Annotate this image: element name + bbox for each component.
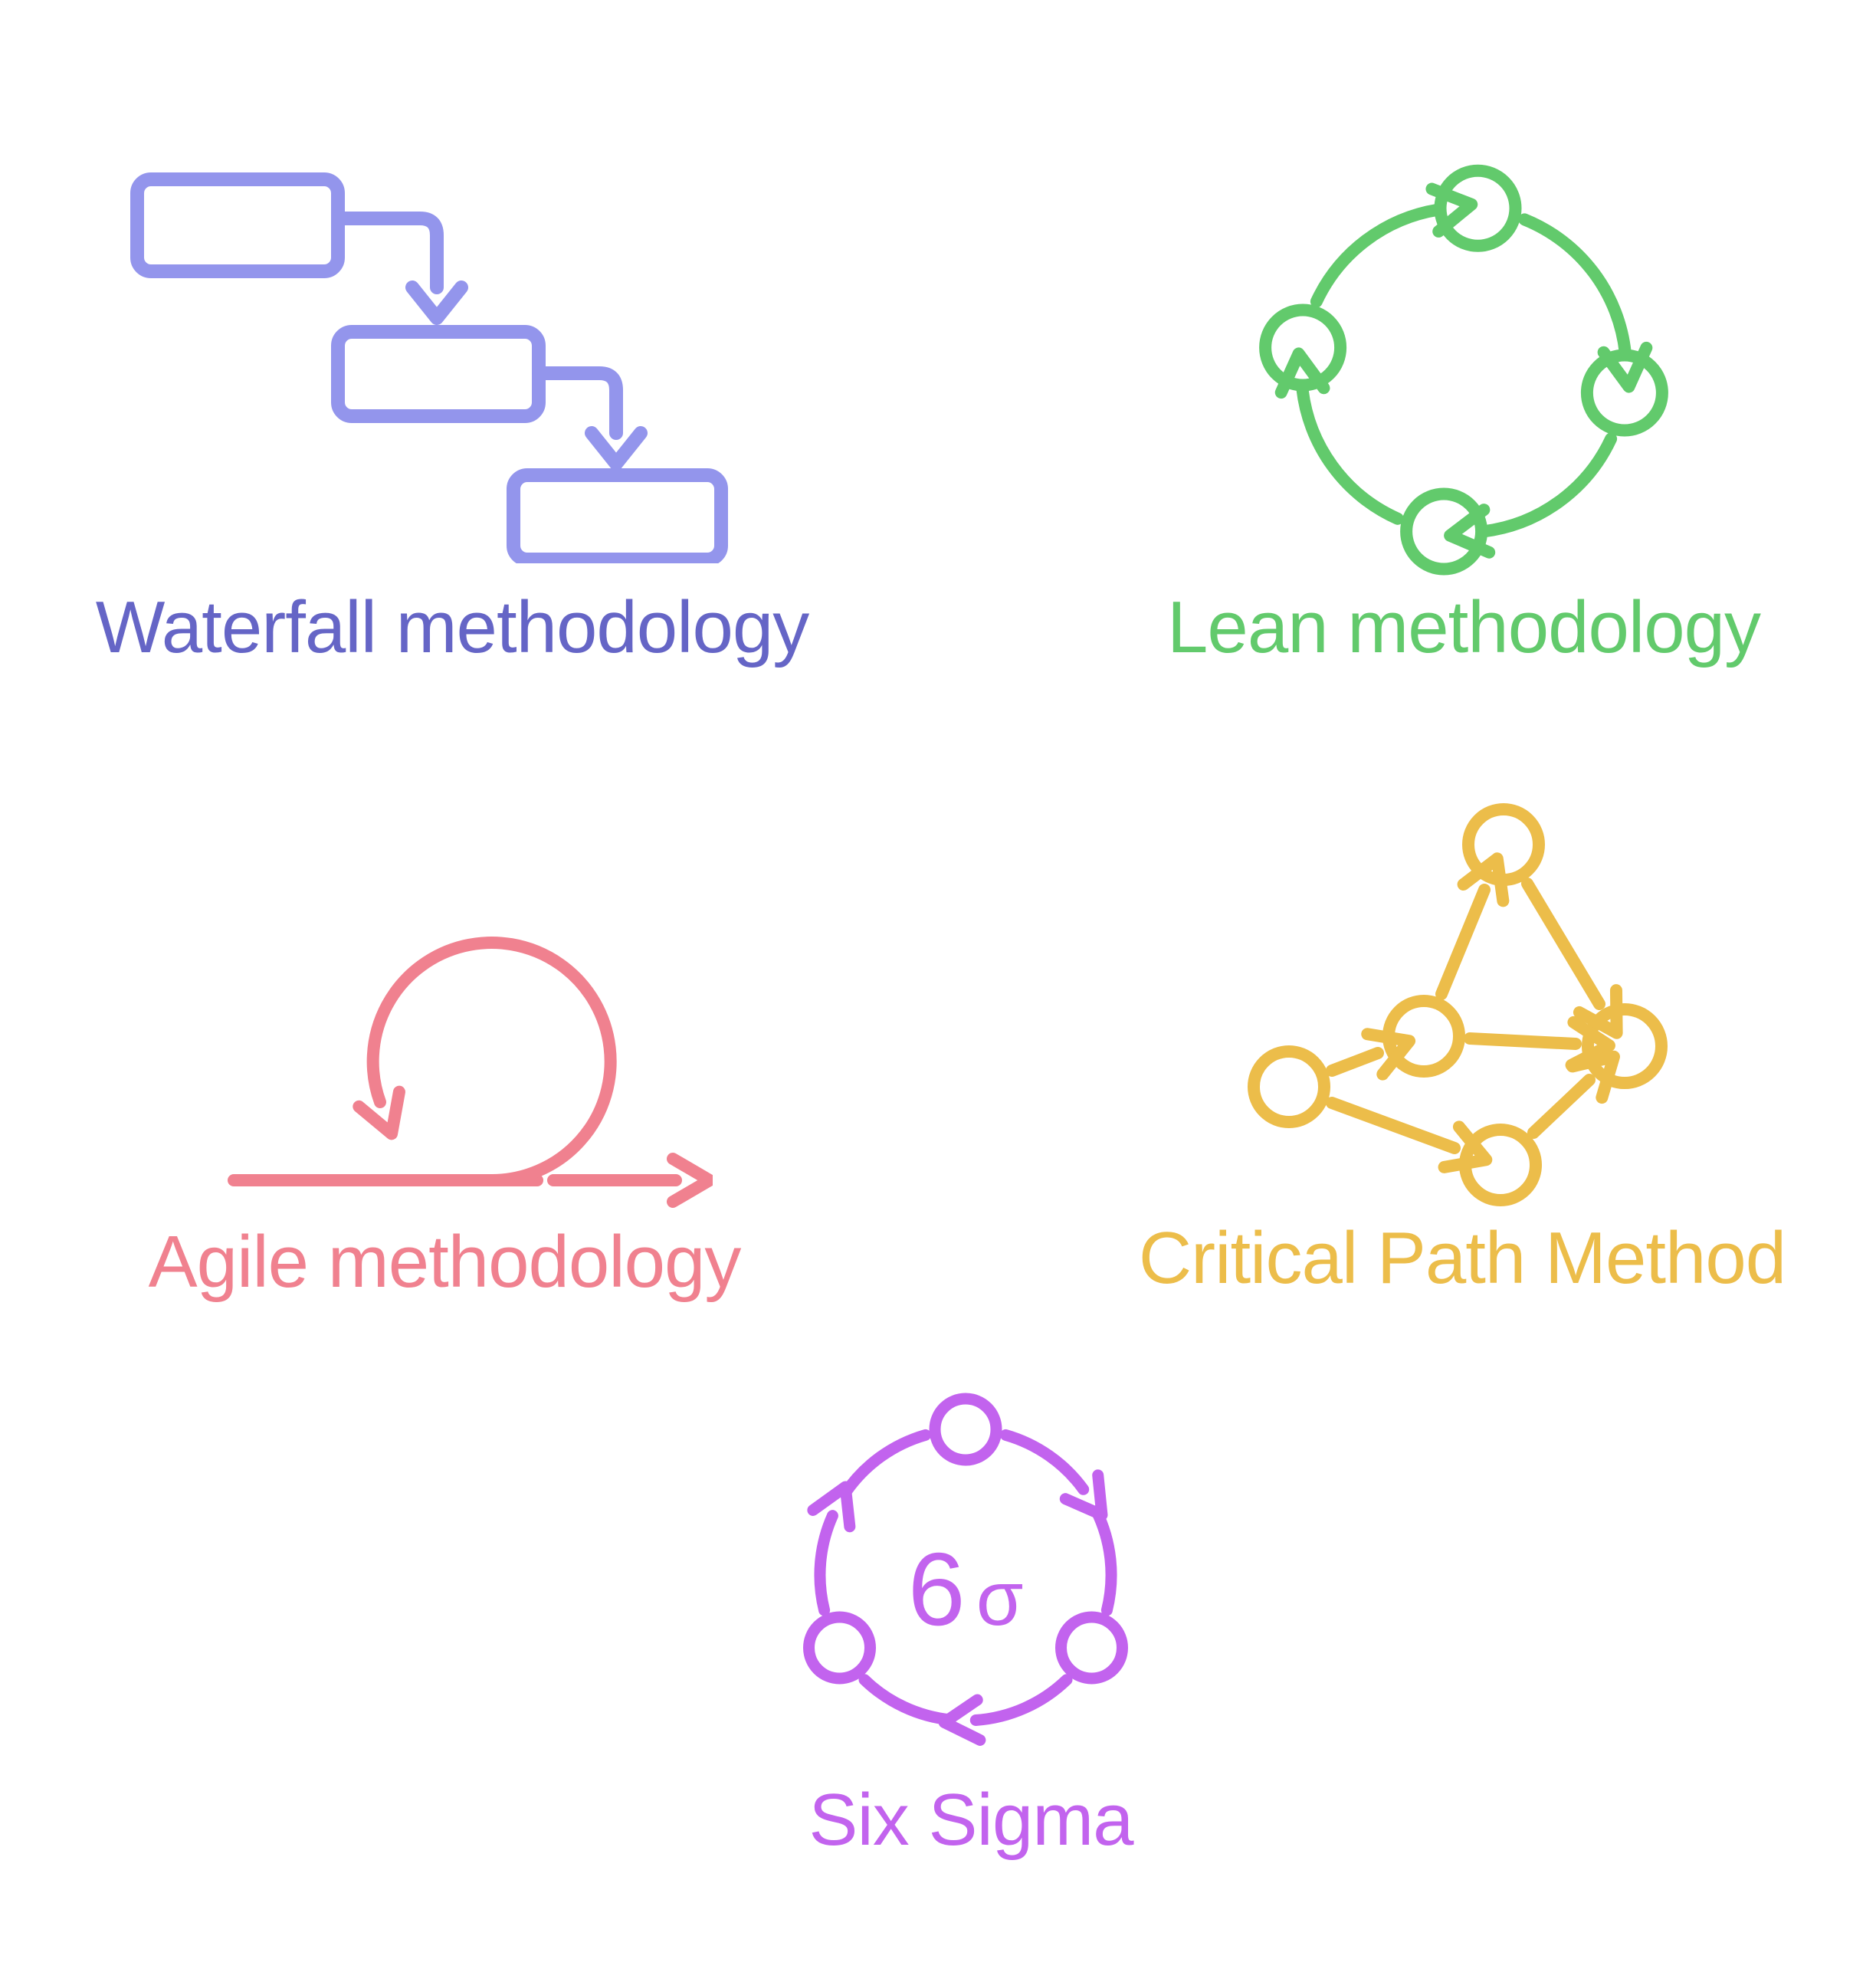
network-node bbox=[1462, 803, 1545, 886]
cycle-node bbox=[1434, 164, 1522, 252]
cycle-arrow bbox=[938, 1674, 1073, 1746]
waterfall-cascade-icon bbox=[130, 172, 728, 563]
lean-label: Lean methodology bbox=[1167, 586, 1761, 668]
critical-path-label: Critical Path Method bbox=[1138, 1217, 1786, 1299]
cycle-arrow bbox=[1310, 182, 1478, 308]
cycle-node bbox=[1259, 303, 1347, 392]
network-node bbox=[1248, 1045, 1330, 1128]
network-edge bbox=[1326, 1028, 1416, 1081]
cycle-arrow bbox=[999, 1429, 1108, 1521]
cycle-arrow bbox=[1518, 213, 1653, 393]
arrow-down-icon bbox=[405, 281, 468, 325]
lean-cycle-icon bbox=[1259, 164, 1668, 576]
network-edge bbox=[1464, 1015, 1615, 1071]
network-node bbox=[1459, 1124, 1542, 1206]
cycle-node bbox=[1580, 349, 1668, 437]
network-edge bbox=[1527, 1050, 1620, 1139]
cycle-node bbox=[1400, 487, 1488, 576]
network-node bbox=[1582, 1003, 1668, 1089]
six-sigma-label: Six Sigma bbox=[808, 1779, 1133, 1861]
cycle-arc bbox=[858, 1674, 956, 1726]
stage-box-3 bbox=[507, 468, 728, 563]
cycle-arc bbox=[1091, 1505, 1117, 1616]
stage-box-2 bbox=[331, 325, 546, 423]
flow-connector-2 bbox=[532, 366, 623, 440]
network-edge bbox=[1435, 852, 1510, 1000]
arrow-down-icon bbox=[585, 426, 648, 471]
cycle-node bbox=[1055, 1611, 1128, 1685]
cycle-arc bbox=[839, 1429, 932, 1500]
cycle-node bbox=[929, 1393, 1002, 1466]
loop-arrow bbox=[353, 937, 617, 1186]
network-node bbox=[1382, 995, 1465, 1078]
network-nodes-icon bbox=[1248, 803, 1668, 1206]
cycle-arrow bbox=[807, 1481, 856, 1616]
cycle-arrow bbox=[1444, 432, 1618, 559]
agile-label: Agile methodology bbox=[148, 1221, 742, 1303]
waterfall-label: Waterfall methodology bbox=[95, 586, 810, 668]
agile-sprint-loop-icon bbox=[228, 937, 713, 1208]
stage-box-1 bbox=[130, 172, 345, 278]
flow-connector-1 bbox=[331, 212, 444, 294]
cycle-node bbox=[803, 1611, 876, 1685]
network-edge bbox=[1326, 1097, 1493, 1173]
network-edge bbox=[1521, 878, 1623, 1039]
cycle-arrow bbox=[1274, 347, 1404, 525]
